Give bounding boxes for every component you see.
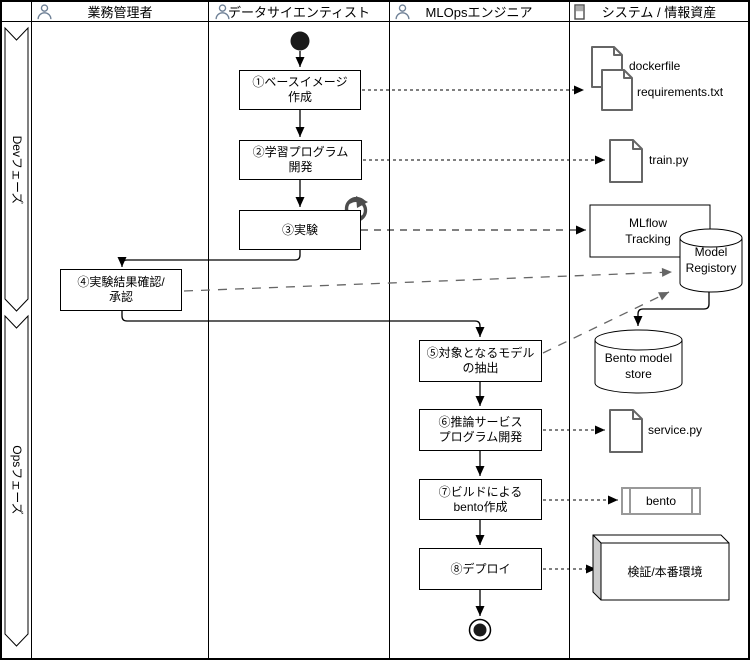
person-icon: [215, 4, 230, 20]
person-icon: [395, 4, 410, 20]
activity-3-experiment[interactable]: ③実験: [239, 210, 361, 250]
lane-label: データサイエンティスト: [227, 4, 371, 20]
activity-6-develop-inference-service[interactable]: ⑥推論サービス プログラム開発: [419, 409, 542, 451]
environment-cube-icon[interactable]: [592, 534, 730, 601]
mlflow-tracking-label: MLflow Tracking: [625, 216, 671, 246]
phase-label-dev: Devフェーズ: [10, 135, 24, 205]
bento-model-store-database-icon[interactable]: [594, 329, 683, 394]
bento-process-label: bento: [645, 494, 677, 508]
final-node[interactable]: [468, 618, 492, 642]
dockerfile-label: dockerfile: [629, 59, 681, 73]
lane-header-system-assets[interactable]: システム / 情報資産: [569, 1, 749, 21]
activity-2-develop-training-program[interactable]: ②学習プログラム 開発: [239, 140, 362, 180]
lane-header-business-manager[interactable]: 業務管理者: [31, 1, 209, 21]
lane-label: システム / 情報資産: [601, 4, 717, 20]
activity-7-build-bento[interactable]: ⑦ビルドによる bento作成: [419, 479, 542, 520]
artifact-arrows: [183, 85, 673, 574]
model-registry-label: Model Registory: [685, 245, 737, 275]
activity-4-confirm-approve-results[interactable]: ④実験結果確認/ 承認: [60, 269, 182, 311]
phase-ribbon-dev[interactable]: [4, 26, 29, 312]
environment-label: 検証/本番環境: [627, 564, 703, 579]
start-node[interactable]: [290, 31, 310, 51]
bento-process-shape[interactable]: [621, 487, 701, 515]
activity-8-deploy[interactable]: ⑧デプロイ: [419, 548, 542, 590]
document-icon-train-py[interactable]: [609, 139, 643, 183]
document-icon-requirements[interactable]: [601, 69, 633, 111]
phase-ribbon-ops[interactable]: [4, 314, 29, 647]
model-registry-database-icon[interactable]: [679, 228, 743, 293]
control-flow-arrows: [117, 51, 710, 616]
activity-5-extract-target-model[interactable]: ⑤対象となるモデル の抽出: [419, 340, 542, 382]
requirements-label: requirements.txt: [637, 85, 724, 99]
service-py-label: service.py: [648, 423, 703, 437]
phase-label-ops: Opsフェーズ: [10, 445, 24, 515]
lane-label: MLOpsエンジニア: [425, 4, 533, 20]
lane-header-data-scientist[interactable]: データサイエンティスト: [209, 1, 389, 21]
lane-header-mlops-engineer[interactable]: システム / 情報資産 MLOpsエンジニア: [389, 1, 569, 21]
document-icon-service-py[interactable]: [609, 409, 643, 453]
bento-model-store-label: Bento model store: [604, 351, 673, 381]
train-py-label: train.py: [649, 153, 689, 167]
system-icon: [574, 4, 585, 20]
activity-1-create-base-image[interactable]: ①ベースイメージ 作成: [239, 70, 361, 110]
lane-label: 業務管理者: [87, 4, 153, 20]
person-icon: [37, 4, 52, 20]
